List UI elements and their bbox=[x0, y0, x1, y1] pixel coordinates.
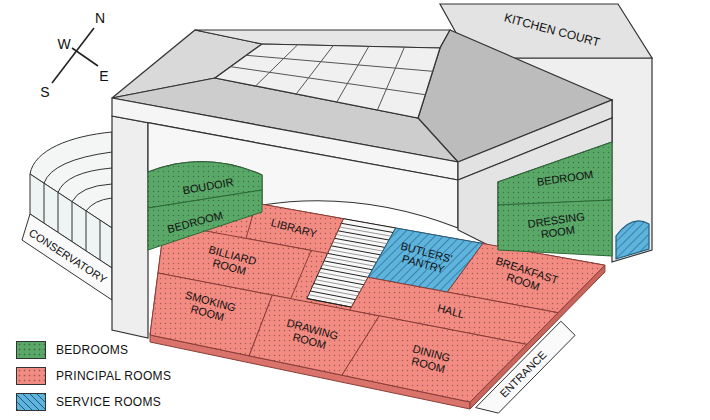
kitchen-court-block bbox=[616, 221, 649, 259]
conservatory bbox=[72, 202, 73, 242]
staircase bbox=[329, 250, 378, 259]
main-roof bbox=[215, 44, 440, 118]
staircase bbox=[338, 231, 389, 240]
legend: BEDROOMS PRINCIPAL ROOMS SERVICE ROOMS bbox=[16, 341, 171, 419]
staircase bbox=[314, 284, 360, 293]
compass-letter: N bbox=[95, 12, 105, 24]
main-roof bbox=[337, 46, 369, 102]
legend-swatch bbox=[16, 367, 46, 385]
compass-letter: W bbox=[57, 38, 70, 50]
compass-cross bbox=[72, 48, 98, 66]
room-fill bbox=[498, 142, 612, 205]
staircase bbox=[319, 272, 366, 281]
staircase bbox=[324, 261, 372, 270]
staircase bbox=[340, 227, 392, 236]
west-wall bbox=[112, 116, 148, 338]
main-roof bbox=[377, 47, 404, 110]
legend-text: PRINCIPAL ROOMS bbox=[56, 369, 171, 383]
upper-walls bbox=[148, 118, 612, 250]
west-wall bbox=[112, 116, 148, 338]
conservatory bbox=[86, 211, 87, 251]
conservatory bbox=[22, 214, 112, 300]
staircase bbox=[328, 253, 377, 262]
staircase bbox=[317, 276, 364, 285]
conservatory bbox=[44, 152, 112, 183]
staircase bbox=[336, 235, 387, 244]
conservatory bbox=[58, 168, 112, 192]
legend-swatch bbox=[16, 341, 46, 359]
staircase bbox=[316, 280, 362, 289]
conservatory bbox=[100, 220, 101, 260]
room-texture bbox=[498, 200, 612, 256]
staircase bbox=[322, 265, 370, 274]
kitchen-court-block bbox=[616, 221, 649, 259]
staircase bbox=[326, 257, 375, 266]
conservatory bbox=[58, 192, 59, 232]
path-label: ENTRANCE bbox=[497, 349, 548, 400]
main-roof bbox=[231, 45, 433, 110]
room-texture bbox=[498, 142, 612, 205]
conservatory bbox=[44, 183, 45, 223]
building-label: CONSERVATORY bbox=[27, 226, 109, 285]
legend-row: PRINCIPAL ROOMS bbox=[16, 367, 171, 385]
room-floor: BEDROOM bbox=[147, 189, 263, 251]
room-floor: DRESSING ROOM bbox=[497, 199, 613, 257]
staircase bbox=[333, 242, 383, 251]
staircase bbox=[312, 287, 358, 296]
staircase bbox=[334, 238, 384, 247]
legend-text: BEDROOMS bbox=[56, 343, 128, 357]
staircase bbox=[321, 268, 368, 277]
staircase bbox=[331, 246, 381, 255]
room-floor: BEDROOM bbox=[497, 141, 613, 206]
legend-text: SERVICE ROOMS bbox=[56, 395, 161, 409]
compass-letter: E bbox=[99, 70, 108, 82]
main-roof bbox=[256, 45, 298, 86]
main-roof bbox=[231, 67, 426, 95]
room-fill bbox=[498, 200, 612, 256]
main-roof bbox=[296, 46, 333, 94]
ground-floor bbox=[150, 188, 605, 409]
conservatory bbox=[86, 198, 112, 211]
conservatory bbox=[22, 132, 112, 300]
legend-row: SERVICE ROOMS bbox=[16, 393, 171, 411]
main-roof bbox=[246, 55, 432, 71]
compass-cross bbox=[52, 28, 98, 83]
staircase bbox=[341, 223, 393, 232]
legend-row: BEDROOMS bbox=[16, 341, 171, 359]
staircase bbox=[310, 291, 355, 300]
compass-letter: S bbox=[40, 86, 49, 98]
staircase bbox=[309, 295, 354, 304]
legend-swatch bbox=[16, 393, 46, 411]
building-label: KITCHEN COURT bbox=[503, 11, 601, 48]
compass-cross bbox=[52, 28, 94, 83]
